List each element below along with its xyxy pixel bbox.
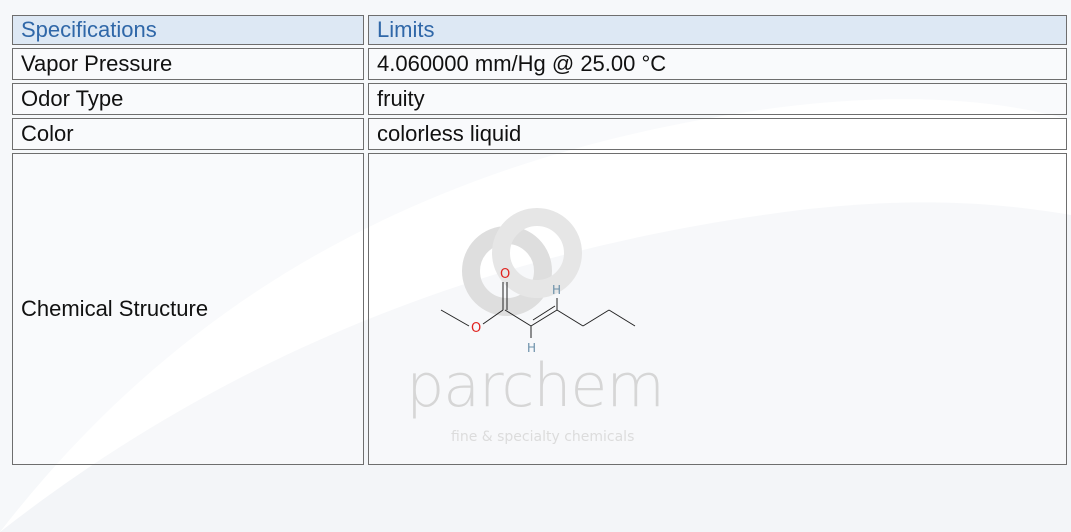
header-specifications: Specifications [12,15,364,45]
bond [504,309,532,327]
spec-limit: fruity [368,83,1067,115]
table-row: Color colorless liquid [12,118,1067,150]
spec-name: Color [12,118,364,150]
molecule-structure-diagram: O O H H [440,267,636,355]
chemical-structure-cell: parchem fine & specialty chemicals O O H [368,153,1067,465]
specifications-table: Specifications Limits Vapor Pressure 4.0… [8,12,1071,468]
spec-name: Odor Type [12,83,364,115]
table-header-row: Specifications Limits [12,15,1067,45]
bond [556,309,584,327]
table-row: Chemical Structure parchem fine & specia… [12,153,1067,465]
table-row: Odor Type fruity [12,83,1067,115]
table-row: Vapor Pressure 4.060000 mm/Hg @ 25.00 °C [12,48,1067,80]
spec-name: Chemical Structure [12,153,364,465]
bond [530,309,558,327]
bond [440,309,470,327]
bond [532,305,556,321]
watermark-brand: parchem [406,351,665,421]
bond [608,309,636,327]
parchem-watermark: parchem fine & specialty chemicals [405,201,665,445]
atom-label: O [471,321,481,336]
header-limits: Limits [368,15,1067,45]
spec-limit: colorless liquid [368,118,1067,150]
spec-name: Vapor Pressure [12,48,364,80]
atom-label: O [500,267,510,282]
atom-label: H [527,341,536,355]
bond [482,309,504,325]
atom-label: H [552,283,561,297]
spec-limit: 4.060000 mm/Hg @ 25.00 °C [368,48,1067,80]
watermark-tagline: fine & specialty chemicals [451,429,635,445]
bond [582,309,610,327]
